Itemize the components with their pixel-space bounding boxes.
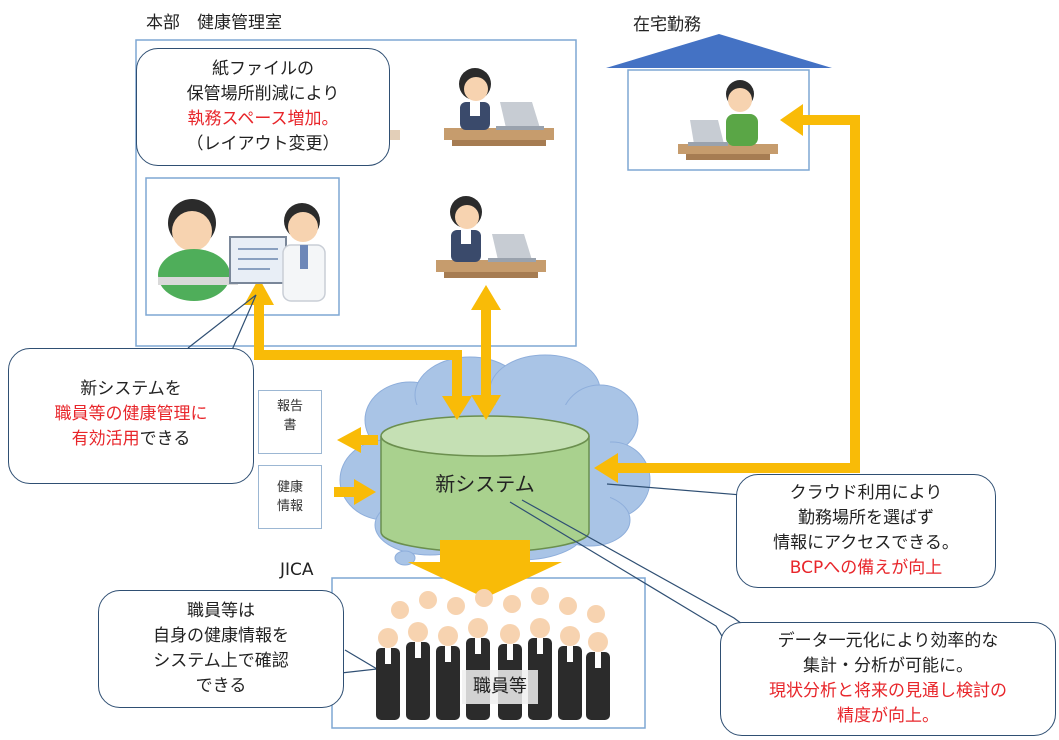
health-line-1: 健康 bbox=[276, 480, 303, 495]
callout-paper-line-1: 紙ファイルの bbox=[212, 59, 314, 79]
hq-label: 本部 健康管理室 bbox=[146, 13, 282, 33]
office-worker-icon bbox=[436, 196, 546, 278]
doctor-patient-icon bbox=[158, 199, 326, 302]
callout-cloud-line-2: 勤務場所を選ばず bbox=[798, 508, 934, 528]
callout-cloud-line-1: クラウド利用により bbox=[789, 483, 943, 503]
home-frame bbox=[627, 69, 810, 171]
callout-cloud-line-4: BCPへの備えが向上 bbox=[789, 558, 943, 578]
callout-data-line-2: 集計・分析が可能に。 bbox=[803, 656, 973, 676]
callout-data: データ一元化により効率的な 集計・分析が可能に。 現状分析と将来の見通し検討の … bbox=[720, 622, 1056, 736]
callout-newsys-line-1: 新システムを bbox=[80, 379, 182, 399]
callout-newsys-line-3-tail: できる bbox=[139, 429, 191, 449]
callout-paper: 紙ファイルの 保管場所削減により 執務スペース増加。 （レイアウト変更） bbox=[136, 48, 390, 166]
callout-data-line-4: 精度が向上。 bbox=[837, 706, 939, 726]
arrow-left-down bbox=[452, 350, 462, 398]
database-cylinder bbox=[380, 415, 590, 553]
arrow-left-vertical bbox=[254, 300, 264, 360]
report-line-1: 報告 bbox=[276, 399, 303, 414]
callout-staff-line-3: システム上で確認 bbox=[153, 651, 289, 671]
callout-staff: 職員等は 自身の健康情報を システム上で確認 できる bbox=[98, 590, 344, 708]
home-label: 在宅勤務 bbox=[633, 15, 701, 35]
callout-cloud-line-3: 情報にアクセスできる。 bbox=[773, 533, 959, 553]
callout-staff-line-4: できる bbox=[195, 676, 247, 696]
callout-data-line-3: 現状分析と将来の見通し検討の bbox=[769, 681, 1007, 701]
home-roof bbox=[606, 34, 832, 68]
report-line-2: 書 bbox=[283, 418, 297, 433]
arrows bbox=[244, 104, 860, 598]
callout-data-line-1: データ一元化により効率的な bbox=[777, 631, 999, 651]
callout-paper-line-3: 執務スペース増加。 bbox=[187, 109, 339, 129]
callout-newsys-line-3: 有効活用できる bbox=[9, 427, 253, 452]
jica-label: JICA bbox=[280, 560, 314, 580]
health-line-2: 情報 bbox=[276, 499, 303, 514]
callout-staff-line-1: 職員等は bbox=[187, 601, 255, 621]
office-worker-icon bbox=[444, 68, 554, 146]
callout-newsys-line-2: 職員等の健康管理に bbox=[54, 404, 208, 424]
callout-newsys-line-3-red: 有効活用 bbox=[71, 429, 140, 449]
arrow-left-horizontal bbox=[254, 350, 462, 360]
staff-group-label: 職員等 bbox=[462, 670, 538, 704]
home-worker-icon bbox=[678, 80, 778, 160]
arrow-to-staff bbox=[408, 540, 562, 598]
callout-new-system: 新システムを 職員等の健康管理に 有効活用できる bbox=[8, 348, 254, 484]
callout-staff-line-2: 自身の健康情報を bbox=[153, 626, 289, 646]
health-info-box: 健康 情報 bbox=[258, 465, 322, 529]
callout-paper-line-2: 保管場所削減により bbox=[186, 84, 340, 104]
callout-cloud: クラウド利用により 勤務場所を選ばず 情報にアクセスできる。 BCPへの備えが向… bbox=[736, 474, 996, 588]
staff-crowd-icon bbox=[376, 587, 610, 720]
callout-paper-line-4: （レイアウト変更） bbox=[186, 134, 340, 154]
system-label: 新システム bbox=[435, 472, 535, 496]
report-box: 報告 書 bbox=[258, 390, 322, 454]
